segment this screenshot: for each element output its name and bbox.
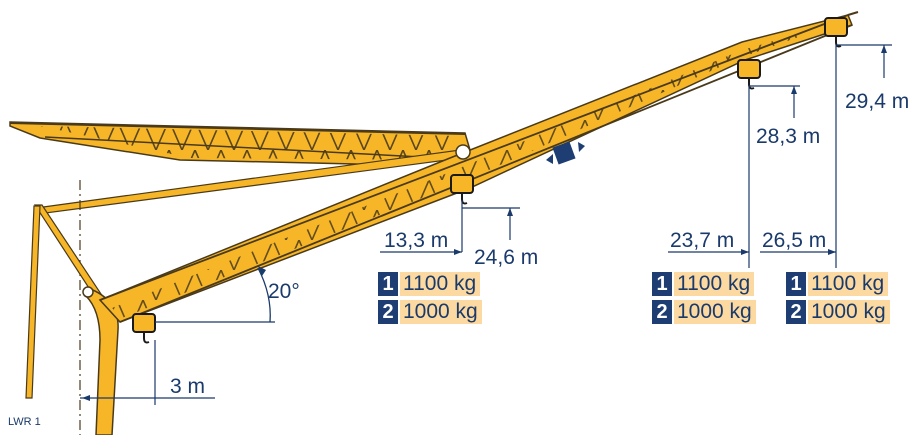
load-number-badge: 2 [786,300,806,324]
load-row: 1 1100 kg [786,272,889,296]
hook-icon [132,313,156,344]
load-row: 1 1100 kg [652,272,755,296]
load-number-badge: 2 [652,300,672,324]
load-number-badge: 2 [378,300,398,324]
load-row: 2 1000 kg [378,300,482,324]
mast-label: LWR 1 [8,416,41,428]
load-value: 1000 kg [674,300,756,324]
position-3-dimensions [760,44,892,268]
hook-icon [737,59,761,90]
trolley-direction-icon [546,141,585,165]
load-value: 1100 kg [400,272,481,296]
offset-label: 3 m [170,375,205,398]
position-2-dimensions [668,85,800,268]
load-value: 1000 kg [808,300,890,324]
position-3-height: 29,4 m [845,90,909,113]
hook-icon [824,17,848,48]
load-row: 2 1000 kg [786,300,890,324]
offset-dimension [80,340,215,405]
position-1-dimensions [380,200,520,255]
load-number-badge: 1 [378,272,398,296]
counter-jib [9,121,471,166]
hook-icon [450,174,474,205]
position-1-height: 24,6 m [474,246,538,269]
load-number-badge: 1 [652,272,672,296]
position-3-radius: 26,5 m [762,229,826,252]
load-row: 2 1000 kg [652,300,756,324]
main-jib [98,11,859,323]
load-row: 1 1100 kg [378,272,481,296]
load-value: 1100 kg [674,272,755,296]
mast [25,180,119,436]
load-number-badge: 1 [786,272,806,296]
angle-label: 20° [268,280,300,303]
position-2-height: 28,3 m [756,125,820,148]
angle-indicator [155,266,275,323]
load-value: 1000 kg [400,300,482,324]
position-1-radius: 13,3 m [384,229,448,252]
position-2-radius: 23,7 m [670,229,734,252]
load-value: 1100 kg [808,272,889,296]
